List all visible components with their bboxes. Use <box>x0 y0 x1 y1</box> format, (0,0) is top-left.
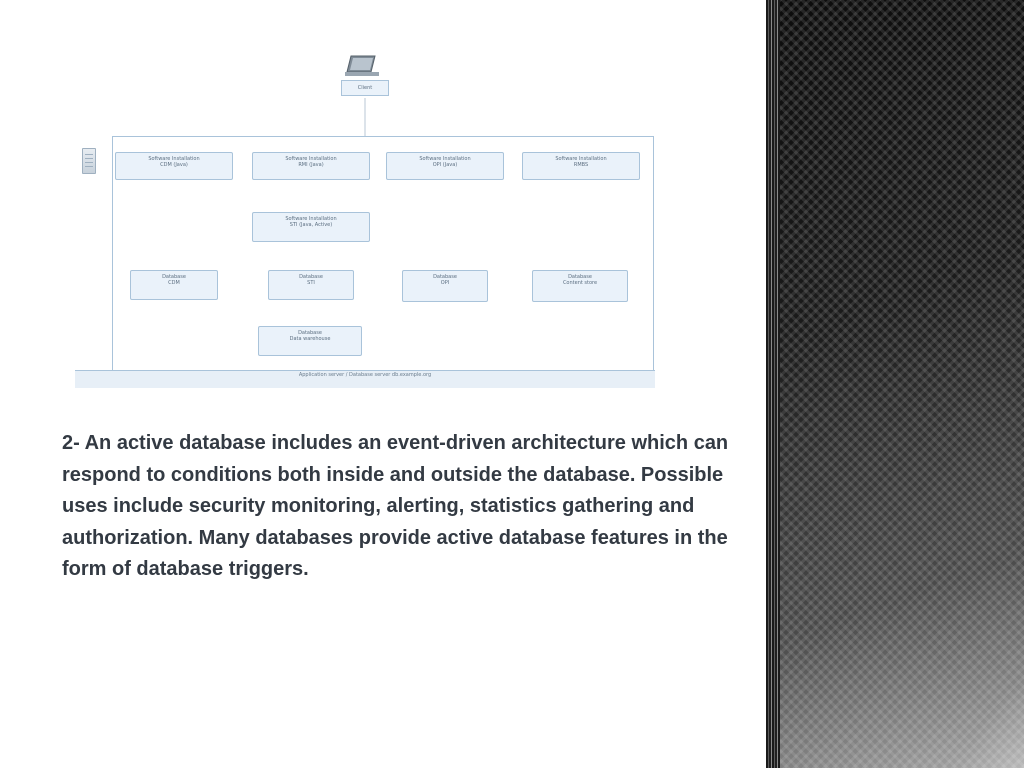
install-title: Software Installation <box>148 156 200 162</box>
install-name: RMI (Java) <box>298 162 324 168</box>
server-footer: Application server / Database server db.… <box>75 370 655 388</box>
database-title: Database <box>298 330 322 336</box>
install-name: CDM (Java) <box>160 162 188 168</box>
footer-line-2: db.example.org <box>391 372 432 378</box>
database-name: STI <box>307 280 315 286</box>
footer-line-1: Application server / Database server <box>298 372 391 378</box>
install-name: STI (Java, Active) <box>289 222 333 228</box>
database-content-store: Database Content store <box>532 270 628 302</box>
install-title: Software Installation <box>285 156 337 162</box>
install-title: Software Installation <box>285 216 337 222</box>
database-title: Database <box>299 274 323 280</box>
carbon-fiber-panel <box>766 0 1024 768</box>
install-name: OPI (Java) <box>432 162 458 168</box>
server-icon <box>82 148 96 174</box>
database-cdm: Database CDM <box>130 270 218 300</box>
database-warehouse: Database Data warehouse <box>258 326 362 356</box>
software-install-sti: Software Installation STI (Java, Active) <box>252 212 370 242</box>
database-title: Database <box>433 274 457 280</box>
install-title: Software Installation <box>555 156 607 162</box>
database-opi: Database OPI <box>402 270 488 302</box>
database-name: Data warehouse <box>289 336 331 342</box>
architecture-diagram: Client Application server / Database ser… <box>60 40 680 400</box>
database-name: Content store <box>562 280 598 286</box>
client-box: Client <box>341 80 389 96</box>
software-install-rmbs: Software Installation RMBS <box>522 152 640 180</box>
software-install-opi: Software Installation OPI (Java) <box>386 152 504 180</box>
database-name: OPI <box>440 280 450 286</box>
laptop-icon <box>345 55 379 76</box>
database-title: Database <box>162 274 186 280</box>
install-title: Software Installation <box>419 156 471 162</box>
install-name: RMBS <box>573 162 589 168</box>
database-name: CDM <box>168 280 180 286</box>
panel-edge-stripe <box>766 0 780 768</box>
body-paragraph: 2- An active database includes an event-… <box>62 432 729 580</box>
client-label: Client <box>357 85 373 91</box>
software-install-rmi: Software Installation RMI (Java) <box>252 152 370 180</box>
database-sti: Database STI <box>268 270 354 300</box>
software-install-cdm: Software Installation CDM (Java) <box>115 152 233 180</box>
database-title: Database <box>568 274 592 280</box>
